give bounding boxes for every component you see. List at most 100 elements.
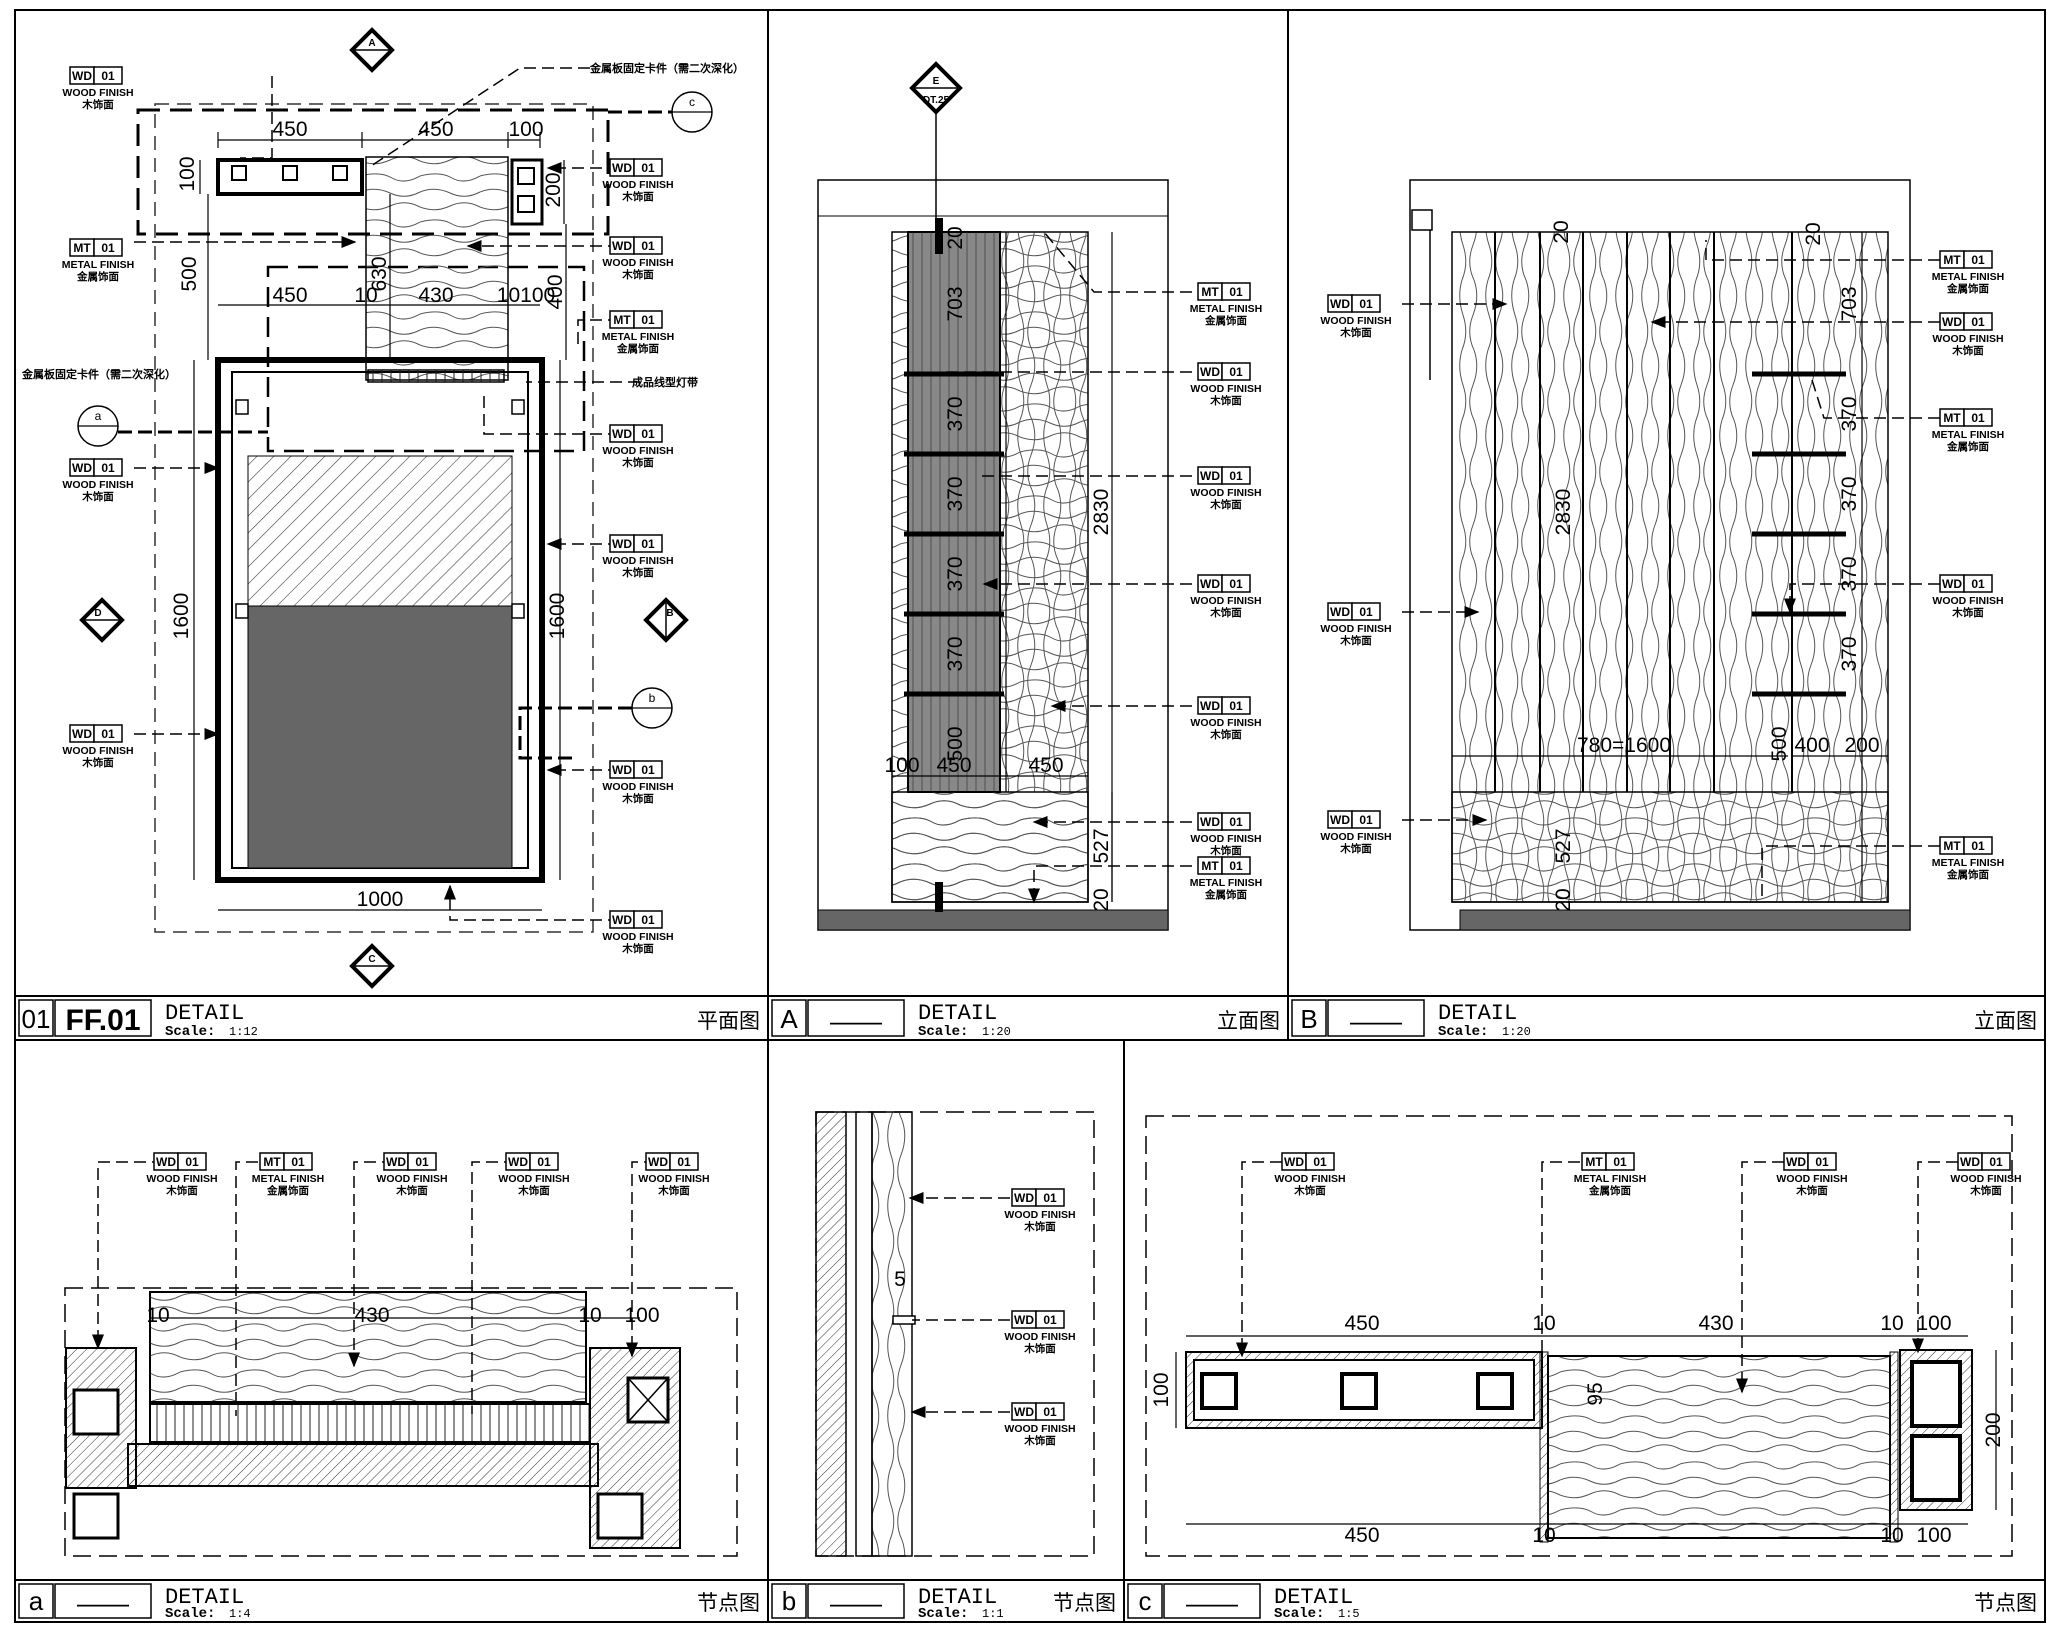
tag-number: 01 — [641, 537, 655, 551]
svg-text:10: 10 — [1532, 1312, 1555, 1335]
tag-material-cn: 木饰面 — [517, 1184, 550, 1197]
svg-text:10: 10 — [146, 1304, 169, 1327]
svg-text:D: D — [94, 608, 101, 619]
svg-text:370: 370 — [944, 556, 967, 591]
marker-d-left: D — [79, 597, 125, 643]
plan-view — [136, 103, 610, 933]
tag-material-cn: 木饰面 — [1209, 606, 1242, 619]
panel-scale-label: Scale: — [1438, 1024, 1488, 1040]
tag-number: 01 — [641, 161, 655, 175]
tag-number: 01 — [1359, 605, 1373, 619]
svg-text:a: a — [95, 409, 102, 423]
svg-text:20: 20 — [1552, 888, 1575, 911]
panel-title: DETAIL — [918, 1585, 997, 1610]
tag-number: 01 — [291, 1155, 305, 1169]
panel-id: b — [782, 1586, 796, 1616]
tag-material-en: WOOD FINISH — [1274, 1173, 1345, 1185]
svg-text:500: 500 — [944, 726, 967, 761]
tag-material-cn: 木饰面 — [621, 268, 654, 281]
tag-material-cn: 金属饰面 — [1204, 314, 1247, 327]
node-detail-b — [815, 1111, 1095, 1557]
tag-number: 01 — [101, 727, 115, 741]
panel-type: 节点图 — [1974, 1591, 2037, 1615]
tag-number: 01 — [1229, 285, 1243, 299]
tag-material-en: WOOD FINISH — [62, 745, 133, 757]
tag-material-en: METAL FINISH — [602, 331, 675, 343]
tag-number: 01 — [1043, 1405, 1057, 1419]
panel-title: DETAIL — [918, 1001, 997, 1026]
svg-text:430: 430 — [354, 1304, 389, 1327]
tag-material-cn: 木饰面 — [1795, 1184, 1828, 1197]
svg-text:430: 430 — [1698, 1312, 1733, 1335]
marker-a-circle: a — [77, 405, 268, 447]
section-markers: A c a D B b — [77, 27, 963, 989]
tag-code: WD — [612, 161, 632, 175]
panel-ref: —— — [1186, 1588, 1238, 1618]
svg-text:370: 370 — [944, 476, 967, 511]
tag-code: WD — [1786, 1155, 1806, 1169]
tag-material-cn: 金属饰面 — [1588, 1184, 1631, 1197]
tag-material-en: WOOD FINISH — [1190, 595, 1261, 607]
tag-material-cn: 金属饰面 — [1946, 868, 1989, 881]
tag-code: WD — [1942, 315, 1962, 329]
tag-code: MT — [1201, 285, 1219, 299]
tag-material-en: METAL FINISH — [62, 259, 135, 271]
tag-code: WD — [1014, 1191, 1034, 1205]
panel-scale: 1:1 — [982, 1607, 1004, 1621]
svg-text:DT.25: DT.25 — [923, 95, 950, 106]
tag-code: WD — [1014, 1405, 1034, 1419]
svg-text:500: 500 — [178, 256, 201, 291]
svg-text:20: 20 — [944, 226, 967, 249]
tag-number: 01 — [1971, 253, 1985, 267]
panel-type: 节点图 — [1053, 1591, 1116, 1615]
marker-b-circle: b — [518, 687, 673, 760]
svg-text:703: 703 — [944, 286, 967, 321]
tag-material-en: WOOD FINISH — [1932, 595, 2003, 607]
svg-text:1600: 1600 — [170, 593, 193, 640]
tag-material-en: WOOD FINISH — [1320, 831, 1391, 843]
svg-text:450: 450 — [272, 118, 307, 141]
tag-number: 01 — [1229, 365, 1243, 379]
svg-text:527: 527 — [1552, 828, 1575, 863]
tag-number: 01 — [641, 913, 655, 927]
panel-ref: —— — [1350, 1006, 1402, 1036]
svg-text:200: 200 — [542, 172, 565, 207]
tag-material-en: WOOD FINISH — [498, 1173, 569, 1185]
svg-text:20: 20 — [1090, 888, 1113, 911]
panel-scale: 1:4 — [229, 1607, 251, 1621]
tag-code: WD — [1200, 815, 1220, 829]
panel-title: DETAIL — [165, 1001, 244, 1026]
tag-code: WD — [72, 69, 92, 83]
tag-number: 01 — [1229, 699, 1243, 713]
tag-material-cn: 金属饰面 — [1946, 440, 1989, 453]
tag-number: 01 — [641, 239, 655, 253]
tag-material-cn: 木饰面 — [165, 1184, 198, 1197]
svg-text:E: E — [933, 76, 940, 87]
tag-material-cn: 木饰面 — [1209, 394, 1242, 407]
tag-number: 01 — [1359, 813, 1373, 827]
svg-text:20: 20 — [1802, 222, 1825, 245]
panel-type: 节点图 — [697, 1591, 760, 1615]
tag-number: 01 — [537, 1155, 551, 1169]
tag-material-cn: 木饰面 — [1209, 728, 1242, 741]
tag-material-cn: 金属饰面 — [1946, 282, 1989, 295]
marker-c-bottom: C — [349, 943, 395, 989]
panel-scale-label: Scale: — [1274, 1606, 1324, 1622]
tag-code: WD — [612, 427, 632, 441]
panel-scale-label: Scale: — [165, 1024, 215, 1040]
marker-b-right: B — [643, 597, 689, 643]
